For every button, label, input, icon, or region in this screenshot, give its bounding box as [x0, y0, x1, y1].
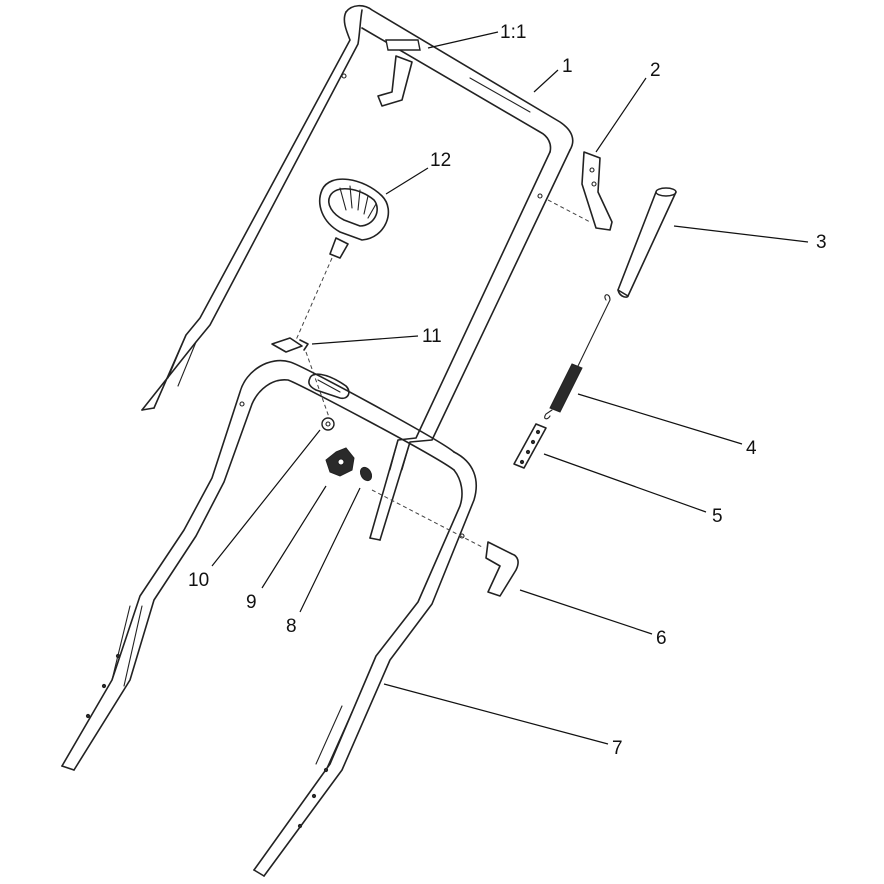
handle-decal[interactable] [377, 39, 421, 107]
callout-11: 11 [422, 326, 442, 347]
lower-handle[interactable] [61, 359, 485, 877]
grip-tube[interactable] [617, 187, 677, 298]
callout-1-1: 1:1 [500, 22, 526, 43]
extension-spring[interactable] [544, 294, 611, 420]
callout-4: 4 [746, 438, 757, 459]
callout-2: 2 [650, 60, 661, 81]
cable-guide-knob[interactable] [295, 178, 390, 341]
callout-8: 8 [286, 616, 297, 637]
callout-labels: 1:1 1 2 12 3 11 4 5 10 9 8 6 7 [188, 22, 827, 759]
callout-10: 10 [188, 570, 209, 591]
upper-handle[interactable] [141, 4, 574, 541]
cable-retainer[interactable] [485, 541, 519, 597]
leader-lines [211, 31, 809, 745]
bail-bracket[interactable] [547, 151, 613, 231]
callout-7: 7 [612, 738, 623, 759]
carriage-bolt[interactable] [321, 417, 335, 431]
curved-washer[interactable] [358, 465, 374, 482]
cable-bracket[interactable] [271, 337, 331, 421]
callout-9: 9 [246, 592, 257, 613]
callout-3: 3 [816, 232, 827, 253]
callout-5: 5 [712, 506, 723, 527]
callout-1: 1 [562, 56, 573, 77]
callout-12: 12 [430, 150, 451, 171]
adjuster-link[interactable] [513, 423, 547, 469]
callout-6: 6 [656, 628, 667, 649]
handle-knob[interactable] [325, 447, 355, 477]
